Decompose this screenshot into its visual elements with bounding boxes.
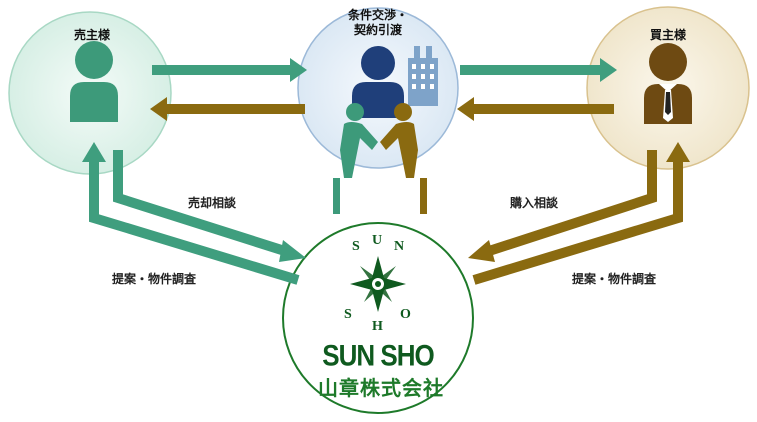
svg-text:N: N [394, 239, 404, 254]
svg-text:S: S [344, 307, 352, 322]
svg-text:H: H [372, 319, 383, 334]
seller-person-icon [70, 41, 118, 122]
proposal-right-label: 提案・物件調査 [572, 272, 657, 286]
agent-person-icon [352, 46, 404, 118]
arrow-company-to-buyer [472, 160, 683, 285]
company-circle [282, 222, 474, 414]
center-label-line1: 条件交渉・ [347, 8, 408, 22]
arrow-company-to-seller [89, 160, 300, 285]
proposal-left-label: 提案・物件調査 [112, 272, 197, 286]
buyer-label: 買主様 [649, 28, 686, 42]
arrow-buyer-to-center [457, 97, 614, 121]
arrow-center-to-buyer [460, 58, 617, 82]
seller-label: 売主様 [73, 28, 110, 42]
arrow-seller-to-company [113, 150, 290, 257]
center-label-line2: 契約引渡 [353, 23, 402, 37]
arrow-seller-to-center [152, 58, 307, 82]
handshake-icon [333, 103, 427, 214]
company-name-japanese: 山章株式会社 [318, 376, 444, 400]
svg-text:S: S [352, 239, 360, 254]
building-icon [408, 46, 438, 106]
arrow-buyer-to-company [484, 150, 657, 257]
company-name-english: SUN SHO [322, 337, 434, 373]
svg-text:U: U [372, 233, 382, 248]
sale-consult-label: 売却相談 [188, 196, 237, 210]
company-emblem-logo: S U N S H O [344, 233, 411, 334]
arrow-center-to-seller [150, 97, 305, 121]
svg-text:O: O [400, 307, 411, 322]
buyer-person-icon [644, 43, 692, 124]
purchase-consult-label: 購入相談 [510, 196, 559, 210]
